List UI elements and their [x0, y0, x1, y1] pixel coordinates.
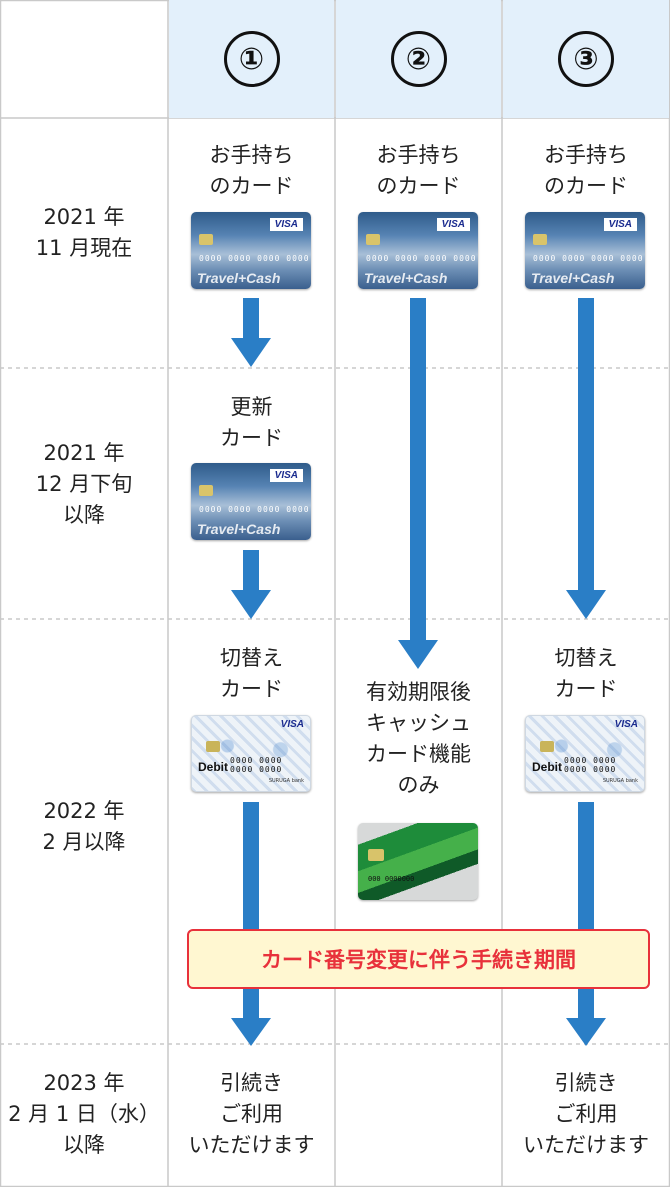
cash-card-only-label: 有効期限後キャッシュカード機能のみ [366, 680, 471, 797]
renewal-card-label: 更新カード [220, 395, 283, 450]
cash-card: 000 0000000 [358, 823, 478, 900]
column-number-2: ② [390, 31, 447, 87]
column-header-3: ③ [503, 0, 669, 118]
continue-use-label-1: 引続きご利用いただけます [188, 1071, 315, 1157]
continue-use-label-3: 引続きご利用いただけます [523, 1071, 649, 1157]
column-header-1: ① [169, 0, 334, 118]
owned-card-label-1: お手持ちのカード [209, 143, 294, 198]
column-header-2: ② [336, 0, 501, 118]
owned-card-label-2: お手持ちのカード [376, 143, 461, 198]
column-number-3: ③ [558, 31, 614, 87]
owned-card-label-3: お手持ちのカード [544, 143, 628, 198]
switch-card-label-1: 切替えカード [220, 646, 283, 701]
procedure-period-banner: カード番号変更に伴う手続き期間 [187, 929, 650, 989]
column-number-1: ① [223, 31, 280, 87]
switch-card-label-3: 切替えカード [554, 646, 618, 701]
